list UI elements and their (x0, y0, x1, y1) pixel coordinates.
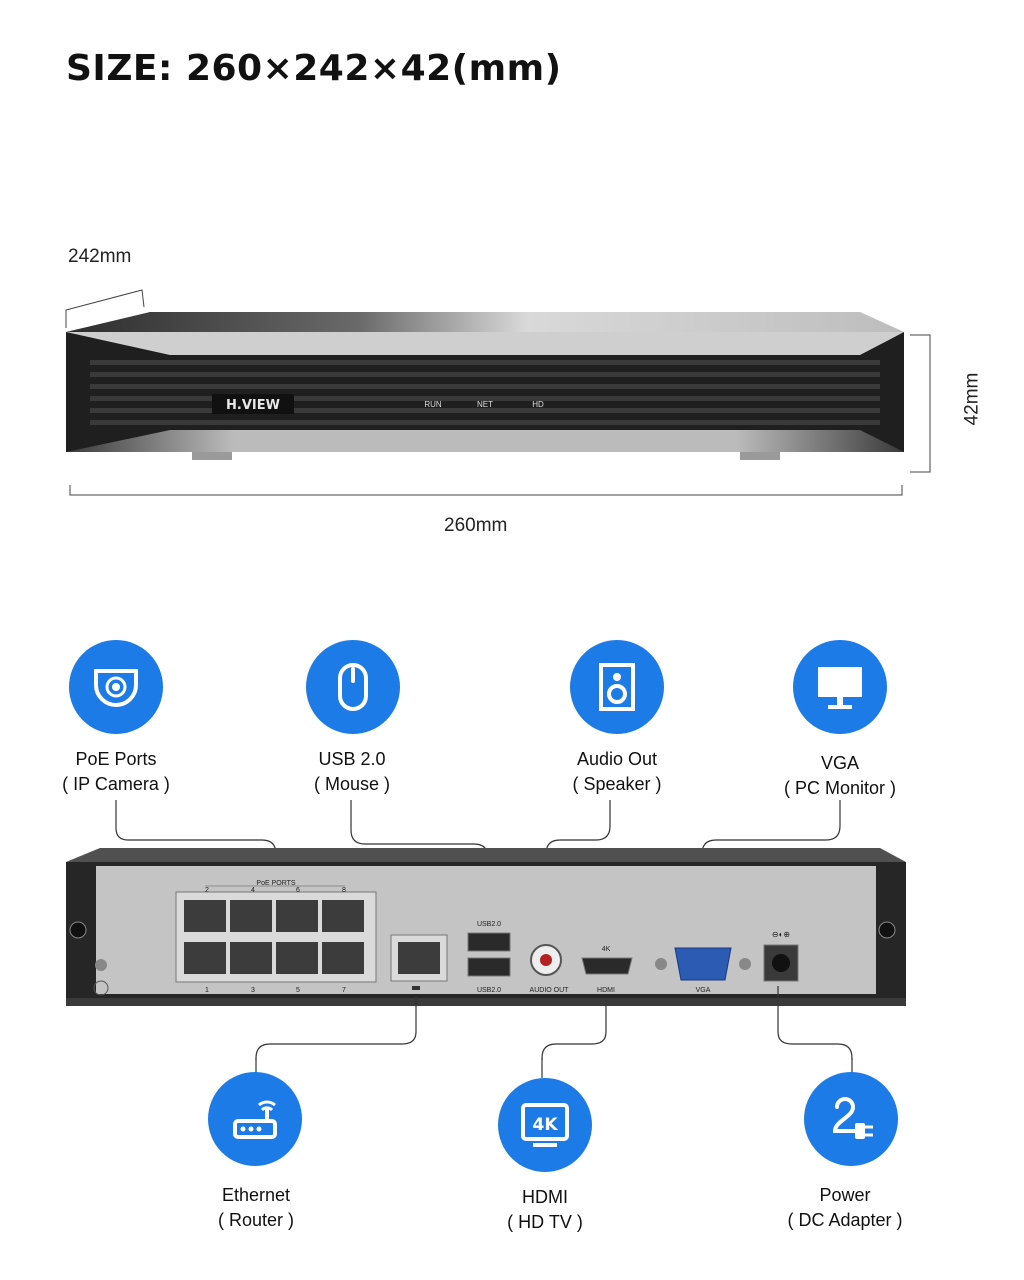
poe-num-1: 1 (205, 987, 209, 994)
usb-bottom-label: USB2.0 (477, 987, 501, 994)
mouse-icon (306, 640, 400, 734)
led-run-label: RUN (424, 400, 442, 409)
poe-num-2: 2 (205, 887, 209, 894)
brand-logo: H.VIEW (226, 398, 280, 413)
connector-lines-bottom (255, 1058, 853, 1078)
audio-out-label: AUDIO OUT (530, 987, 570, 994)
power-symbol: ⊖◐⊕ (772, 930, 790, 939)
poe-num-3: 3 (251, 987, 255, 994)
monitor-icon (793, 640, 887, 734)
4k-icon: 4K (498, 1078, 592, 1172)
poe-ports-label: PoE PORTS (256, 880, 295, 887)
poe-num-5: 5 (296, 987, 300, 994)
poe-num-6: 6 (296, 887, 300, 894)
width-label: 260mm (444, 515, 508, 536)
speaker-icon (570, 640, 664, 734)
page-title: SIZE: 260×242×42(mm) (66, 48, 562, 89)
nvr-front-view: H.VIEW RUN NET HD (65, 289, 931, 496)
ethernet-caption: Ethernet( Router ) (217, 1185, 295, 1230)
usb-caption: USB 2.0( Mouse ) (313, 749, 391, 794)
dome-camera-icon (69, 640, 163, 734)
vga-caption: VGA( PC Monitor ) (783, 753, 897, 798)
nvr-rear-view: PoE PORTS 2 4 6 8 1 3 5 7 USB2.0 USB2.0 … (66, 800, 906, 1060)
audio-caption: Audio Out( Speaker ) (572, 749, 662, 794)
hdmi-4k-label: 4K (602, 946, 611, 953)
power-caption: Power( DC Adapter ) (787, 1185, 903, 1230)
poe-num-7: 7 (342, 987, 346, 994)
hdmi-label: HDMI (597, 987, 615, 994)
poe-caption: PoE Ports( IP Camera ) (62, 749, 170, 794)
hdmi-caption: HDMI( HD TV ) (507, 1187, 583, 1232)
led-net-label: NET (477, 400, 493, 409)
usb-top-label: USB2.0 (477, 921, 501, 928)
depth-label: 242mm (68, 246, 132, 267)
power-plug-icon (804, 1072, 898, 1166)
poe-num-8: 8 (342, 887, 346, 894)
led-hd-label: HD (532, 400, 544, 409)
router-icon (208, 1072, 302, 1166)
poe-num-4: 4 (251, 887, 255, 894)
4k-badge-text: 4K (532, 1115, 558, 1135)
vga-label: VGA (696, 987, 711, 994)
